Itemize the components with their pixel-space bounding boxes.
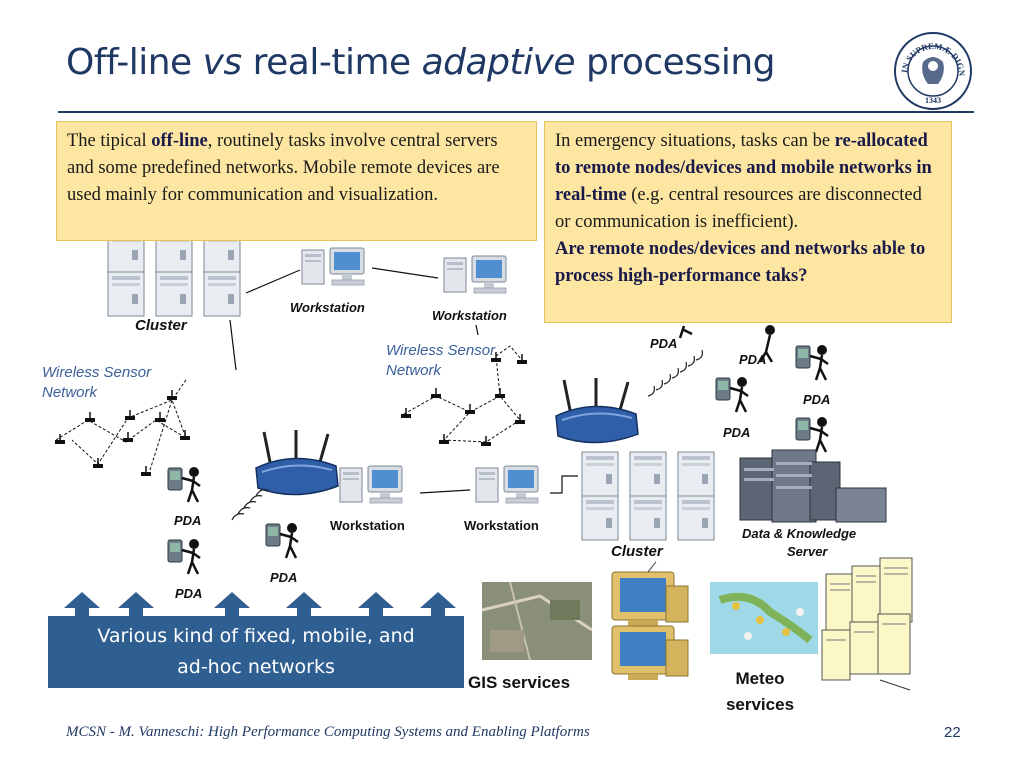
workstation-3-label: Workstation bbox=[330, 518, 405, 533]
meteo-line1: Meteo bbox=[735, 669, 785, 688]
cluster-bottom-icon bbox=[581, 451, 715, 541]
banner-line2: ad-hoc networks bbox=[177, 656, 335, 678]
pda-label: PDA bbox=[650, 336, 678, 351]
university-seal-icon bbox=[894, 32, 972, 110]
workstation-1-icon bbox=[301, 247, 365, 286]
gis-map-icon bbox=[481, 581, 593, 661]
gis-monitor-icon bbox=[611, 561, 689, 626]
dk-server-label-clip: Server bbox=[742, 544, 882, 558]
gis-monitor-icon bbox=[611, 625, 689, 680]
workstation-4-label: Workstation bbox=[464, 518, 539, 533]
pda-label: PDA bbox=[739, 352, 767, 367]
meteo-servers-icon bbox=[821, 557, 913, 691]
cluster-top-icon bbox=[107, 227, 241, 317]
workstation-2-label: Workstation bbox=[432, 308, 507, 323]
networks-banner: Various kind of fixed, mobile, and ad-hoc… bbox=[48, 616, 464, 688]
seal: IN SUPREMÆ DIGNITATIS 1343 bbox=[897, 35, 969, 107]
dk-server-label-line2: Server bbox=[787, 544, 828, 558]
cluster-top-label: Cluster bbox=[135, 317, 187, 334]
meteo-map-icon bbox=[710, 582, 818, 654]
workstation-3-icon bbox=[339, 465, 403, 504]
pda-person-icon bbox=[166, 537, 202, 576]
title-part-italic: adaptive bbox=[421, 42, 576, 83]
wsn-left-line1: Wireless Sensor bbox=[42, 364, 152, 381]
box-text: (e.g. central resources are disconnected… bbox=[555, 185, 922, 232]
workstation-1-label: Workstation bbox=[290, 300, 365, 315]
box-text-bold: re-allocated to remote nodes/devices and… bbox=[555, 131, 932, 205]
network-links bbox=[229, 267, 578, 494]
title-rule bbox=[58, 111, 974, 113]
pda-label: PDA bbox=[803, 392, 831, 407]
workstation-4-icon bbox=[475, 465, 539, 504]
seal-text-ring: IN SUPREMÆ DIGNITATIS 1343 bbox=[897, 35, 967, 105]
pda-label: PDA bbox=[270, 570, 298, 585]
wsn-mid-line1: Wireless Sensor bbox=[386, 342, 496, 359]
wifi-signal-right-icon bbox=[647, 349, 703, 397]
data-knowledge-server-icon bbox=[739, 449, 887, 523]
pda-person-icon bbox=[758, 325, 775, 363]
pda-label: PDA bbox=[175, 586, 203, 601]
title-part: processing bbox=[575, 42, 776, 83]
pda-person-icon bbox=[678, 325, 693, 339]
pda-label: PDA bbox=[723, 425, 751, 440]
wireless-sensor-network-left-icon bbox=[54, 379, 191, 477]
pda-person-icon bbox=[714, 375, 750, 414]
title-part: Off-line bbox=[66, 42, 203, 83]
box-text: The tipical bbox=[67, 131, 152, 151]
box-text: In emergency situations, tasks can be bbox=[555, 131, 835, 151]
cluster-bottom-label: Cluster bbox=[611, 543, 663, 560]
pda-person-icon bbox=[794, 415, 830, 454]
gis-services-label: GIS services bbox=[468, 673, 571, 692]
pda-person-icon bbox=[264, 521, 300, 560]
wsn-left-line2: Network bbox=[42, 384, 98, 401]
title-part-italic: vs bbox=[202, 42, 243, 83]
wireless-router-left-icon bbox=[254, 428, 340, 497]
meteo-services-label: Meteo services bbox=[718, 666, 802, 718]
pda-person-icon bbox=[794, 343, 830, 382]
meteo-line2: services bbox=[725, 695, 795, 714]
box-text: , routinely tasks involve central server… bbox=[67, 131, 500, 205]
pda-label: PDA bbox=[174, 513, 202, 528]
wifi-signal-left-icon bbox=[231, 489, 269, 521]
wsn-mid-line2: Network bbox=[386, 362, 442, 379]
page-number: 22 bbox=[944, 724, 961, 741]
realtime-description-box: In emergency situations, tasks can be re… bbox=[544, 121, 952, 323]
title-part: real-time bbox=[241, 42, 422, 83]
dk-server-label-line1: Data & Knowledge bbox=[742, 526, 857, 541]
seal-year: 1343 bbox=[925, 96, 941, 105]
network-arrows bbox=[64, 592, 456, 616]
footer-text: MCSN - M. Vanneschi: High Performance Co… bbox=[66, 724, 590, 740]
pda-person-icon bbox=[166, 465, 202, 504]
box-text-bold: off-line bbox=[151, 131, 208, 151]
slide-title: Off-line vs real-time adaptive processin… bbox=[66, 42, 775, 83]
workstation-2-icon bbox=[443, 255, 507, 294]
banner-line1: Various kind of fixed, mobile, and bbox=[97, 625, 415, 647]
wireless-sensor-network-mid-icon bbox=[400, 345, 528, 447]
wireless-router-right-icon bbox=[554, 376, 640, 445]
offline-description-box: The tipical off-line, routinely tasks in… bbox=[56, 121, 537, 241]
box-question: Are remote nodes/devices and networks ab… bbox=[555, 239, 926, 286]
